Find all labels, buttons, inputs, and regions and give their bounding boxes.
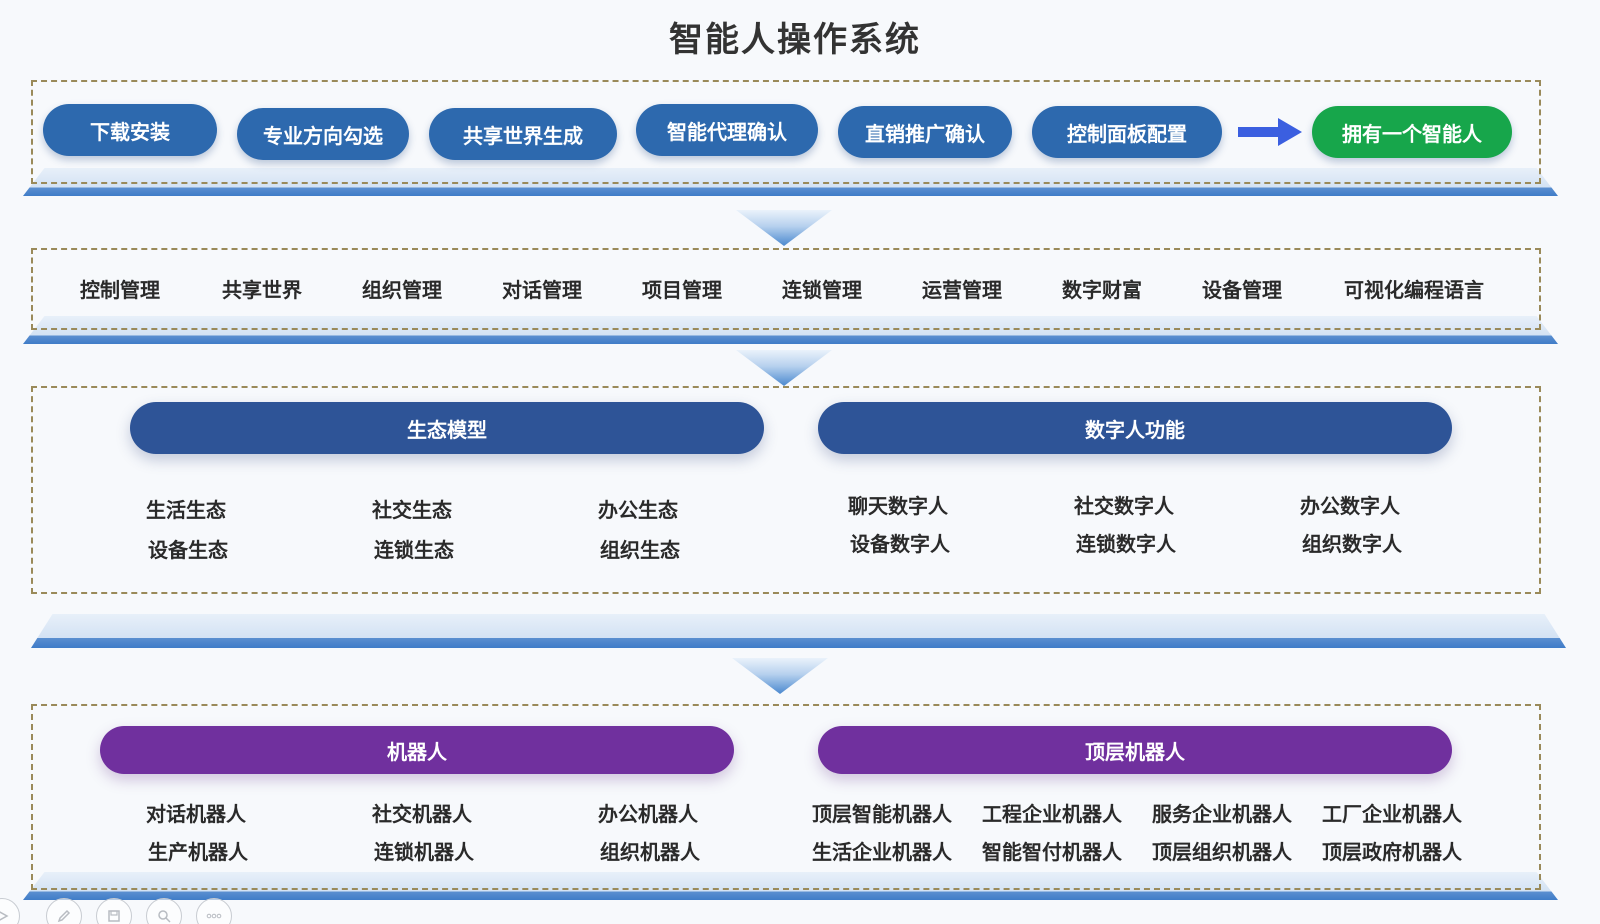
digital-human-item: 办公数字人	[1300, 494, 1400, 518]
robot-item: 生产机器人	[148, 840, 248, 864]
digital-human-item: 组织数字人	[1302, 532, 1402, 556]
digital-human-item: 聊天数字人	[848, 494, 948, 518]
step-agent-confirm[interactable]: 智能代理确认	[636, 104, 818, 156]
step-download[interactable]: 下载安装	[43, 104, 217, 156]
down-arrow-icon	[736, 350, 832, 386]
menu-chain-management[interactable]: 连锁管理	[782, 278, 862, 302]
digital-human-item: 设备数字人	[850, 532, 950, 556]
menu-project-management[interactable]: 项目管理	[642, 278, 722, 302]
menu-organization-management[interactable]: 组织管理	[362, 278, 442, 302]
robot-item: 对话机器人	[146, 802, 246, 826]
digital-human-header: 数字人功能	[818, 402, 1452, 454]
pen-icon[interactable]	[46, 898, 82, 924]
robots-section	[31, 704, 1541, 890]
step-control-panel[interactable]: 控制面板配置	[1032, 106, 1222, 158]
zoom-icon[interactable]	[146, 898, 182, 924]
play-icon[interactable]	[0, 898, 20, 924]
down-arrow-icon	[736, 210, 832, 246]
menu-dialogue-management[interactable]: 对话管理	[502, 278, 582, 302]
ecology-item: 社交生态	[372, 498, 452, 522]
robots-platform	[23, 872, 1558, 900]
step-specialty-select[interactable]: 专业方向勾选	[237, 108, 409, 160]
step-shared-world[interactable]: 共享世界生成	[429, 108, 617, 160]
page-title: 智能人操作系统	[669, 20, 921, 60]
robot-item: 办公机器人	[598, 802, 698, 826]
right-arrow-icon	[1238, 118, 1302, 146]
robot-item: 社交机器人	[372, 802, 472, 826]
down-arrow-icon	[732, 658, 828, 694]
flow-section	[31, 80, 1541, 184]
ecology-item: 生活生态	[146, 498, 226, 522]
top-robot-item: 顶层政府机器人	[1322, 840, 1462, 864]
top-robot-item: 顶层智能机器人	[812, 802, 952, 826]
ecology-section	[31, 386, 1541, 594]
top-robot-item: 顶层组织机器人	[1152, 840, 1292, 864]
robot-item: 连锁机器人	[374, 840, 474, 864]
top-robot-item: 生活企业机器人	[812, 840, 952, 864]
menu-digital-wealth[interactable]: 数字财富	[1062, 278, 1142, 302]
presentation-toolbar	[0, 898, 260, 924]
ecology-item: 设备生态	[148, 538, 228, 562]
menu-section	[31, 248, 1541, 330]
ecology-model-header: 生态模型	[130, 402, 764, 454]
ecology-item: 办公生态	[598, 498, 678, 522]
menu-shared-world[interactable]: 共享世界	[222, 278, 302, 302]
top-robot-item: 智能智付机器人	[982, 840, 1122, 864]
ecology-item: 组织生态	[600, 538, 680, 562]
middle-platform	[31, 614, 1566, 648]
result-own-ai-human[interactable]: 拥有一个智能人	[1312, 106, 1512, 158]
robots-header: 机器人	[100, 726, 734, 774]
top-robot-item: 工程企业机器人	[982, 802, 1122, 826]
digital-human-item: 连锁数字人	[1076, 532, 1176, 556]
menu-operations-management[interactable]: 运营管理	[922, 278, 1002, 302]
step-sales-confirm[interactable]: 直销推广确认	[838, 106, 1012, 158]
menu-visual-programming[interactable]: 可视化编程语言	[1344, 278, 1484, 302]
menu-platform	[23, 316, 1558, 344]
top-robots-header: 顶层机器人	[818, 726, 1452, 774]
menu-control-management[interactable]: 控制管理	[80, 278, 160, 302]
digital-human-item: 社交数字人	[1074, 494, 1174, 518]
robot-item: 组织机器人	[600, 840, 700, 864]
save-icon[interactable]	[96, 898, 132, 924]
top-robot-item: 服务企业机器人	[1152, 802, 1292, 826]
top-robot-item: 工厂企业机器人	[1322, 802, 1462, 826]
more-icon[interactable]	[196, 898, 232, 924]
menu-device-management[interactable]: 设备管理	[1202, 278, 1282, 302]
ecology-item: 连锁生态	[374, 538, 454, 562]
